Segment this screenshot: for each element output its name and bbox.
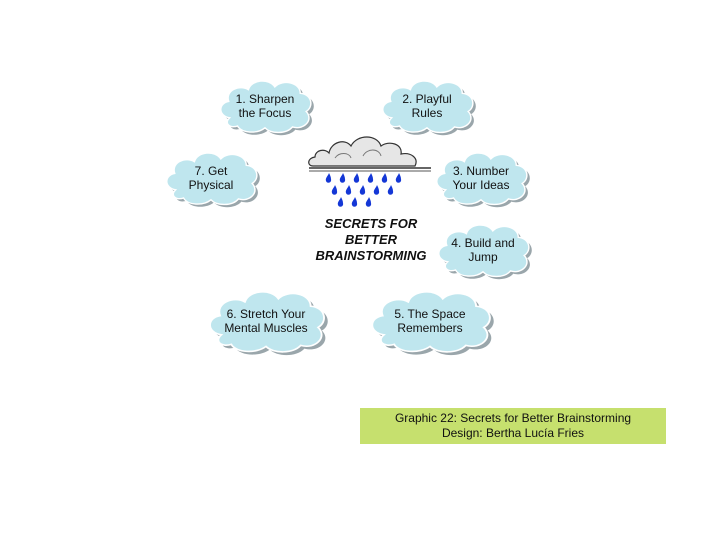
raindrop-icon — [373, 185, 380, 195]
cloud-node-4: 4. Build and Jump — [434, 220, 532, 280]
diagram-title: SECRETS FOR BETTER BRAINSTORMING — [315, 216, 427, 263]
raindrop-icon — [345, 185, 352, 195]
raindrop-icon — [339, 173, 346, 183]
cloud-label: 2. Playful Rules — [402, 92, 452, 120]
cloud-label: 3. Number Your Ideas — [452, 164, 510, 192]
cloud-label: 1. Sharpen the Focus — [235, 92, 295, 120]
cloud-node-2: 2. Playful Rules — [378, 76, 476, 136]
caption-line-1: Graphic 22: Secrets for Better Brainstor… — [394, 411, 632, 425]
cloud-label: 5. The Space Remembers — [394, 307, 466, 335]
raindrop-icon — [359, 185, 366, 195]
rain-cloud-icon — [305, 128, 435, 218]
raindrop-icon — [351, 197, 358, 207]
cloud-label: 7. Get Physical — [188, 164, 234, 192]
raindrop-icon — [353, 173, 360, 183]
raindrop-icon — [365, 197, 372, 207]
cloud-label: 6. Stretch Your Mental Muscles — [224, 307, 308, 335]
cloud-label: 4. Build and Jump — [451, 236, 515, 264]
raindrop-icon — [367, 173, 374, 183]
raindrop-icon — [337, 197, 344, 207]
cloud-node-5: 5. The Space Remembers — [366, 286, 494, 356]
raindrop-icon — [325, 173, 332, 183]
raindrop-icon — [387, 185, 394, 195]
raindrop-icon — [395, 173, 402, 183]
cloud-node-1: 1. Sharpen the Focus — [216, 76, 314, 136]
cloud-node-3: 3. Number Your Ideas — [432, 148, 530, 208]
caption-line-2: Design: Bertha Lucía Fries — [441, 426, 585, 440]
cloud-node-7: 7. Get Physical — [162, 148, 260, 208]
raindrop-icon — [331, 185, 338, 195]
cloud-node-6: 6. Stretch Your Mental Muscles — [204, 286, 328, 356]
raindrop-icon — [381, 173, 388, 183]
caption-box: Graphic 22: Secrets for Better Brainstor… — [360, 408, 666, 444]
